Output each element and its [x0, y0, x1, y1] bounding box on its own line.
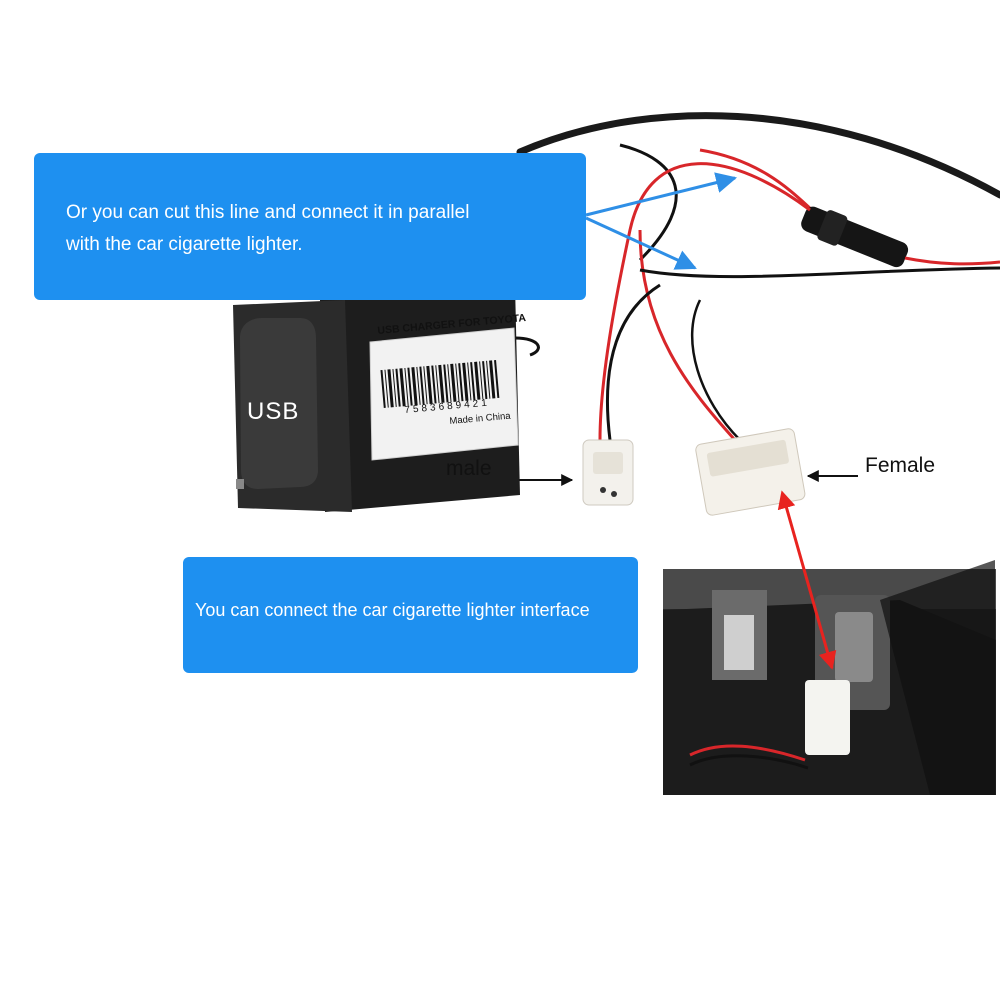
- female-label: Female: [865, 454, 936, 477]
- usb-charger-module: [233, 285, 520, 512]
- usb-label: USB: [247, 398, 300, 425]
- black-wire: [619, 143, 678, 262]
- callout-top-line1: Or you can cut this line and connect it …: [66, 202, 470, 223]
- barcode: [380, 360, 500, 408]
- callout-top: Or you can cut this line and connect it …: [34, 153, 586, 300]
- male-connector: [582, 439, 634, 506]
- male-label: male: [446, 457, 492, 480]
- callout-bottom-text: You can connect the car cigarette lighte…: [195, 600, 590, 620]
- callout-bottom: You can connect the car cigarette lighte…: [183, 557, 638, 673]
- blue-arrow-to-red-wire: [585, 172, 738, 217]
- car-interior-photo: [663, 560, 996, 795]
- red-wire: [699, 148, 814, 212]
- female-connector: [695, 428, 806, 516]
- blue-arrow-to-black-wire: [585, 216, 697, 270]
- red-connection-arrow: [777, 490, 837, 670]
- main-cable: [516, 112, 1000, 199]
- callout-top-line2: with the car cigarette lighter.: [66, 234, 303, 255]
- fuse-holder: [801, 206, 909, 268]
